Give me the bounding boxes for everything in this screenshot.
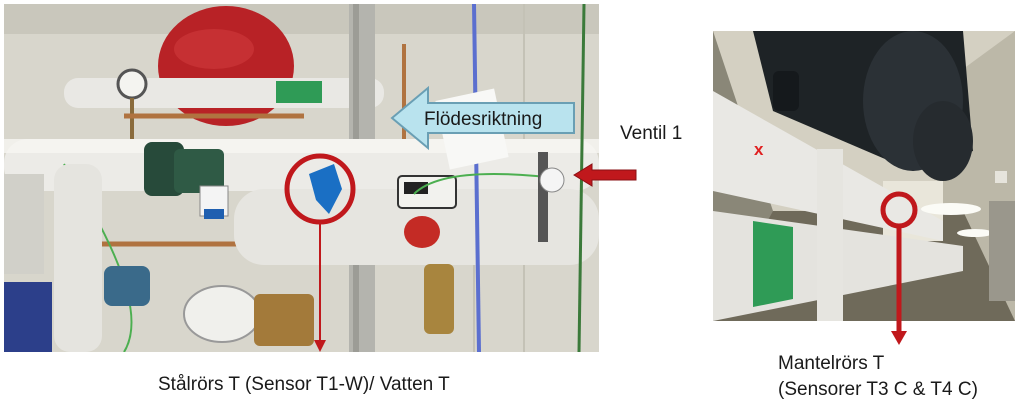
photo-pipe-room [4, 4, 599, 352]
tunnel-illustration [713, 31, 1015, 321]
photo-utility-tunnel [713, 31, 1015, 321]
casing-pipe-caption-line2: (Sensorer T3 C & T4 C) [778, 379, 978, 400]
valve-label: Ventil 1 [620, 123, 683, 144]
casing-pipe-pointer-head [891, 331, 907, 345]
casing-pipe-caption-line1: Mantelrörs T [778, 353, 885, 374]
steel-pipe-sensor-caption: Stålrörs T (Sensor T1-W)/ Vatten T [158, 374, 450, 395]
pipe-room-illustration [4, 4, 599, 352]
